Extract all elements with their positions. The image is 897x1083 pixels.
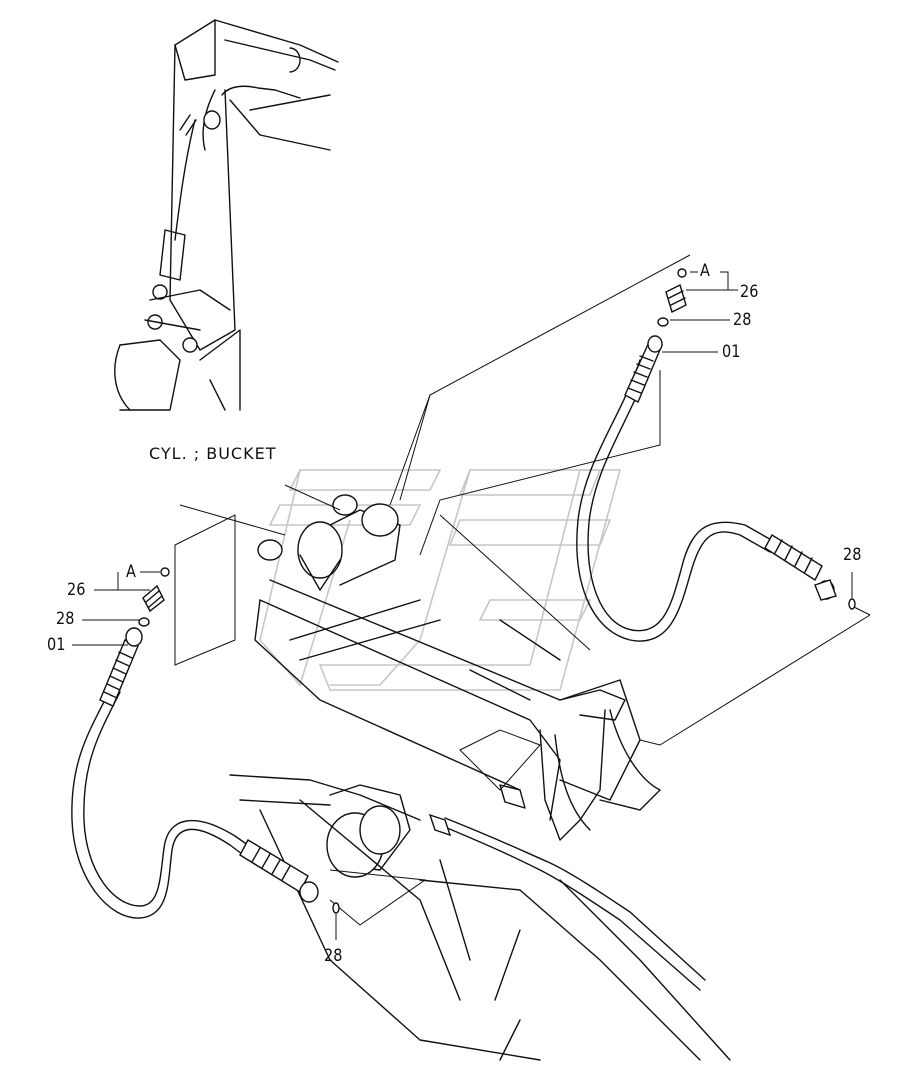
left-fittings <box>72 567 340 940</box>
bucket-assembly <box>229 494 731 1061</box>
diagram-title: CYL. ; BUCKET <box>149 444 277 463</box>
part-28-bottom-label: 28 <box>324 946 343 966</box>
part-26-right-label: 26 <box>740 282 759 302</box>
ref-a-right-label: A <box>700 261 710 281</box>
part-28-left-top-label: 28 <box>56 609 75 629</box>
left-hose-assembly <box>71 627 319 919</box>
part-28-right-end-label: 28 <box>843 545 862 565</box>
right-fittings <box>657 268 856 610</box>
right-hose-assembly <box>576 335 837 642</box>
part-01-left-label: 01 <box>47 635 66 655</box>
inset-overview <box>114 19 339 411</box>
ref-a-left-label: A <box>126 562 136 582</box>
lower-hose <box>428 784 706 991</box>
part-28-right-top-label: 28 <box>733 310 752 330</box>
part-01-right-label: 01 <box>722 342 741 362</box>
part-26-left-label: 26 <box>67 580 86 600</box>
leader-lines <box>174 254 871 926</box>
